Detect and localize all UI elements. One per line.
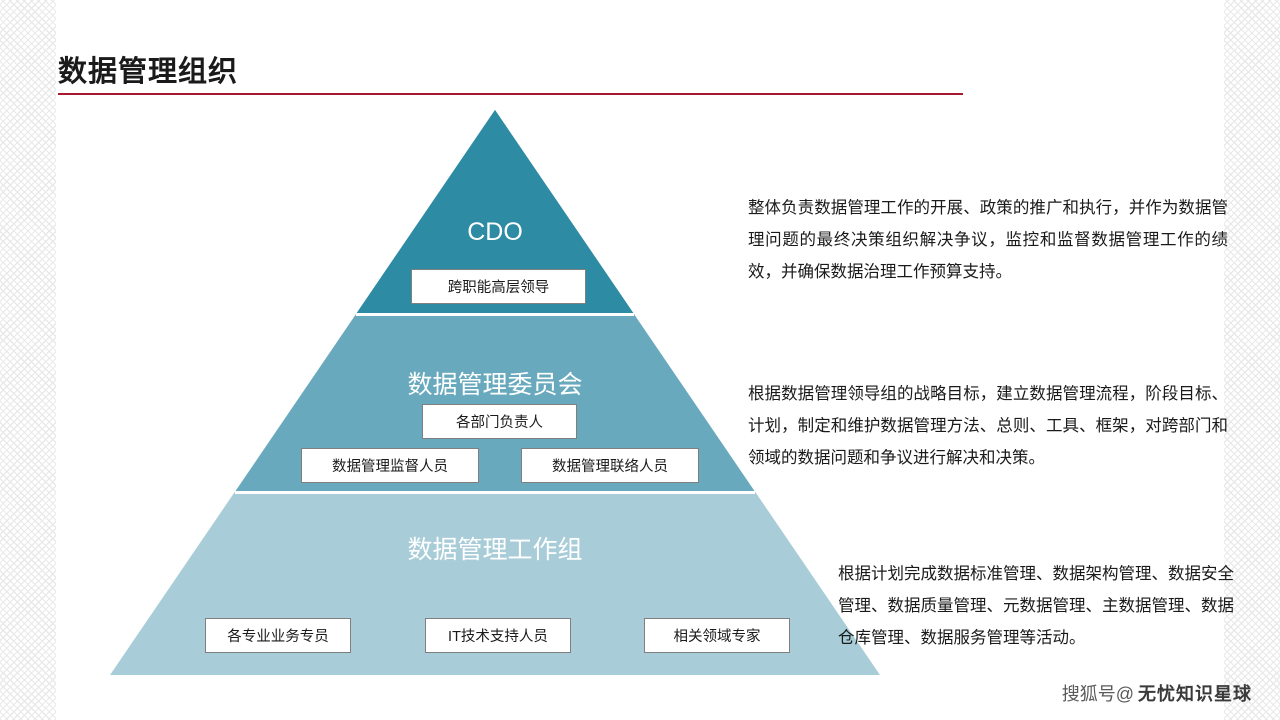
title-underline-rule [58,93,963,95]
role-box-business-specialists: 各专业业务专员 [205,618,351,653]
role-box-it-support: IT技术支持人员 [425,618,571,653]
pyramid-diagram: CDO 数据管理委员会 数据管理工作组 跨职能高层领导 各部门负责人 数据管理监… [110,110,880,675]
page-title: 数据管理组织 [58,56,239,88]
watermark: 搜狐号@ 无忧知识星球 [1062,680,1252,706]
role-box-liaisons: 数据管理联络人员 [521,448,699,483]
background-texture-left [0,0,56,720]
pyramid-tier-2-label: 数据管理委员会 [407,371,583,399]
description-tier-3: 根据计划完成数据标准管理、数据架构管理、数据安全管理、数据质量管理、元数据管理、… [838,565,1234,648]
watermark-account-name: 无忧知识星球 [1138,684,1252,704]
role-box-domain-experts: 相关领域专家 [644,618,790,653]
pyramid-tier-3-label: 数据管理工作组 [407,536,583,564]
watermark-prefix: 搜狐号@ [1061,684,1134,704]
pyramid-tier-1-label: CDO [467,218,523,246]
description-tier-1: 整体负责数据管理工作的开展、政策的推广和执行，并作为数据管理问题的最终决策组织解… [748,199,1228,282]
role-box-department-heads: 各部门负责人 [422,404,577,439]
role-box-supervisors: 数据管理监督人员 [301,448,479,483]
role-box-cross-functional-leader: 跨职能高层领导 [411,269,586,304]
description-tier-2: 根据数据管理领导组的战略目标，建立数据管理流程，阶段目标、计划，制定和维护数据管… [748,385,1228,468]
pyramid-tier-1-shape [356,110,634,314]
